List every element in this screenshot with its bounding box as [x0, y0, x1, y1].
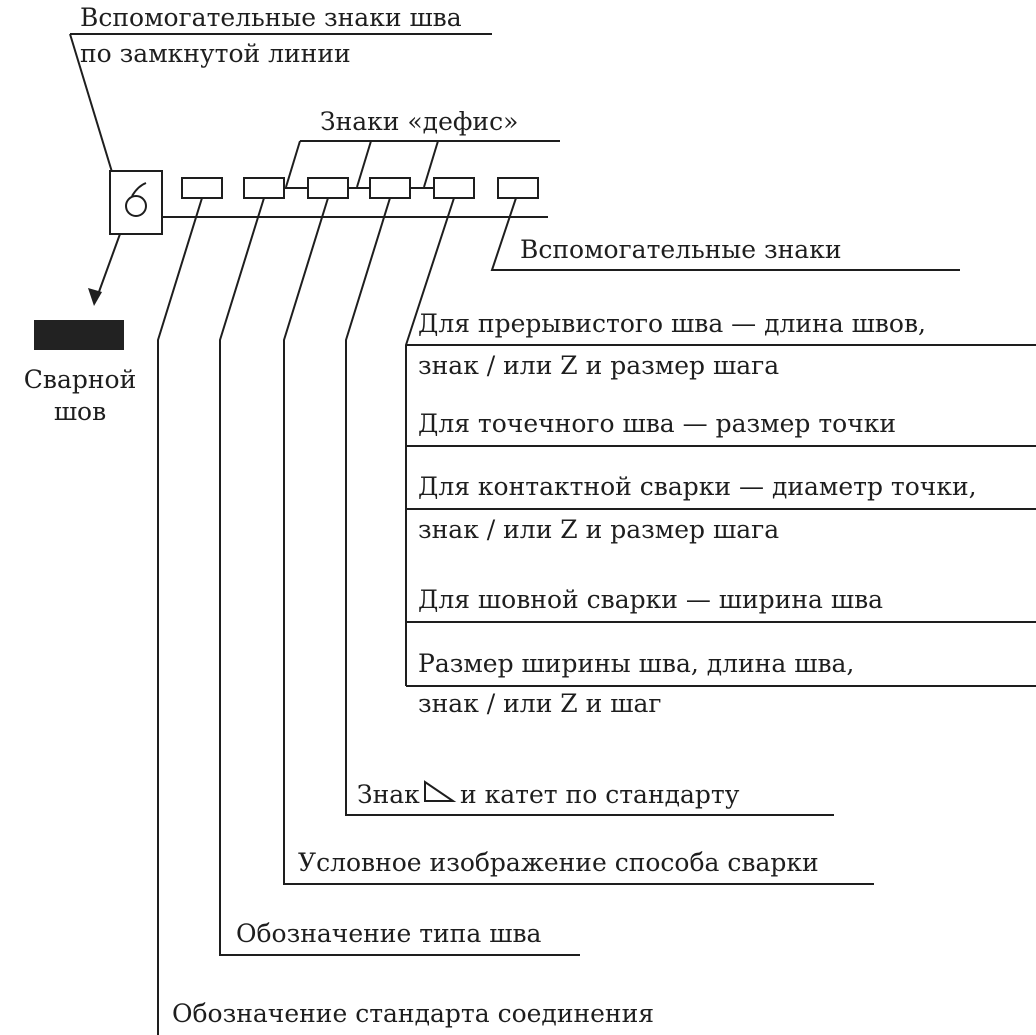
weld-label-line2: шов: [54, 397, 106, 426]
spot-label: Для точечного шва — размер точки: [418, 409, 896, 438]
leg-leader: [345, 197, 834, 816]
aux-closed-line-leader: [69, 33, 113, 173]
field-box-1: [181, 177, 223, 199]
hyphen-leader-1: [285, 140, 301, 188]
field-box-3: [307, 177, 349, 199]
weld-arrow-head: [88, 288, 102, 306]
aux-closed-line-label-line2: по замкнутой линии: [80, 39, 351, 68]
triangle-icon: [424, 780, 457, 802]
method-label: Условное изображение способа сварки: [298, 848, 819, 877]
aux-closed-line-label-line1: Вспомогательные знаки шва: [80, 3, 462, 32]
weld-arrow-shaft: [95, 233, 121, 301]
width-label-line1: Размер ширины шва, длина шва,: [418, 649, 854, 678]
closed-line-symbol-box: [109, 170, 163, 235]
resistance-label-line1: Для контактной сварки — диаметр точки,: [418, 472, 977, 501]
seam-type-leader: [219, 197, 580, 956]
field-box-4: [369, 177, 411, 199]
standard-leader: [157, 197, 203, 1035]
standard-label: Обозначение стандарта соединения: [172, 999, 654, 1028]
intermittent-label-line1: Для прерывистого шва — длина швов,: [418, 309, 926, 338]
weld-sample: [34, 320, 124, 350]
method-leader: [283, 197, 874, 885]
hyphen-signs-label: Знаки «дефис»: [320, 107, 518, 136]
hyphen-leader-2: [356, 140, 372, 188]
width-label-line2: знак / или Z и шаг: [418, 689, 661, 718]
aux-signs-label: Вспомогательные знаки: [520, 235, 842, 264]
field-box-5: [433, 177, 475, 199]
field-box-2: [243, 177, 285, 199]
aux-signs-leader: [490, 197, 960, 271]
circle-with-tail-icon: [125, 182, 147, 217]
seam-label: Для шовной сварки — ширина шва: [418, 585, 883, 614]
intermittent-label-line2: знак / или Z и размер шага: [418, 351, 779, 380]
leg-label-prefix: Знак: [357, 780, 420, 809]
field-box-6: [497, 177, 539, 199]
seam-type-label: Обозначение типа шва: [236, 919, 542, 948]
weld-label-line1: Сварной: [24, 365, 137, 394]
leg-label-suffix: и катет по стандарту: [460, 780, 740, 809]
hyphen-leader-3: [423, 140, 439, 188]
resistance-label-line2: знак / или Z и размер шага: [418, 515, 779, 544]
